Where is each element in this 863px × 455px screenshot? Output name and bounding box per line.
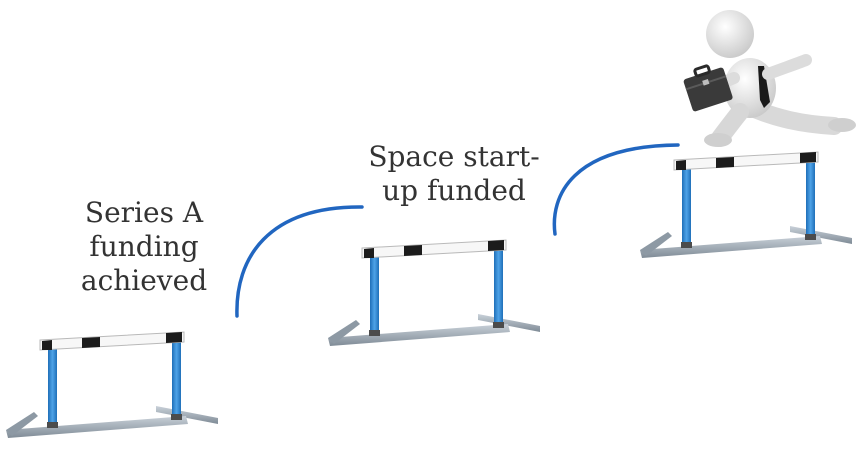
milestone-label-series-a: Series A funding achieved	[80, 196, 208, 297]
connector-arc-2	[552, 143, 680, 236]
businessman-figure-icon	[700, 10, 856, 147]
connector-arc-1	[235, 205, 364, 318]
briefcase-icon	[683, 64, 733, 112]
hurdle-1-icon	[5, 331, 219, 439]
hurdle-3-icon	[639, 151, 853, 259]
milestone-label-space-startup: Space start- up funded	[368, 140, 540, 207]
hurdle-2-icon	[327, 239, 541, 347]
